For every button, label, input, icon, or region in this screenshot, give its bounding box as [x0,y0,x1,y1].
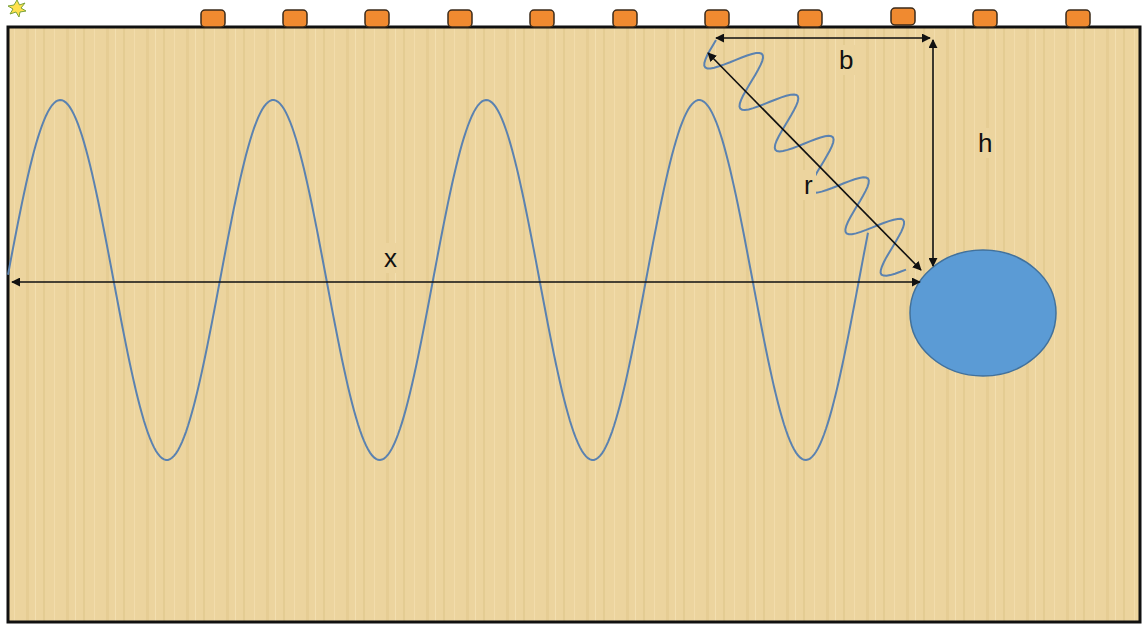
dimension-label: r [801,170,816,200]
source-star [8,0,26,17]
reflected-wave [704,40,906,276]
dimension-label: b [836,45,856,75]
geophones [201,8,1090,27]
target-body [910,250,1056,376]
dimension-label: h [975,128,995,158]
dimension-label: x [381,243,400,273]
dimension-arrows [12,38,933,282]
direct-wave [8,100,868,460]
ground-panel [8,27,1140,622]
